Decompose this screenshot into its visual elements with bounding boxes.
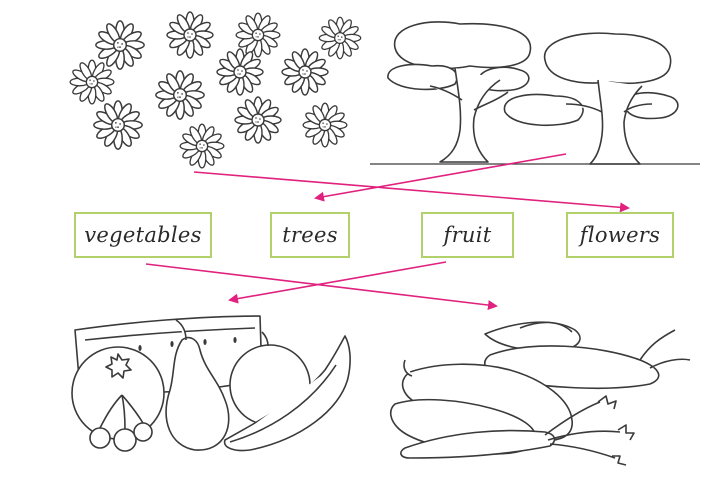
label-vegetables: vegetables [74, 212, 212, 258]
connector-arrows [146, 154, 628, 306]
label-trees: trees [270, 212, 350, 258]
flowers-illustration [70, 12, 361, 168]
arrow-flowers-picture-to-flowers-label [194, 172, 628, 208]
fruit-illustration [72, 316, 350, 451]
vegetables-illustration [391, 322, 690, 465]
label-flowers: flowers [566, 212, 674, 258]
arrow-fruit-label-to-fruit-picture [230, 262, 446, 300]
arrow-vegetables-label-to-vegetables-picture [146, 264, 496, 306]
label-fruit: fruit [421, 212, 514, 258]
trees-illustration [370, 22, 700, 164]
